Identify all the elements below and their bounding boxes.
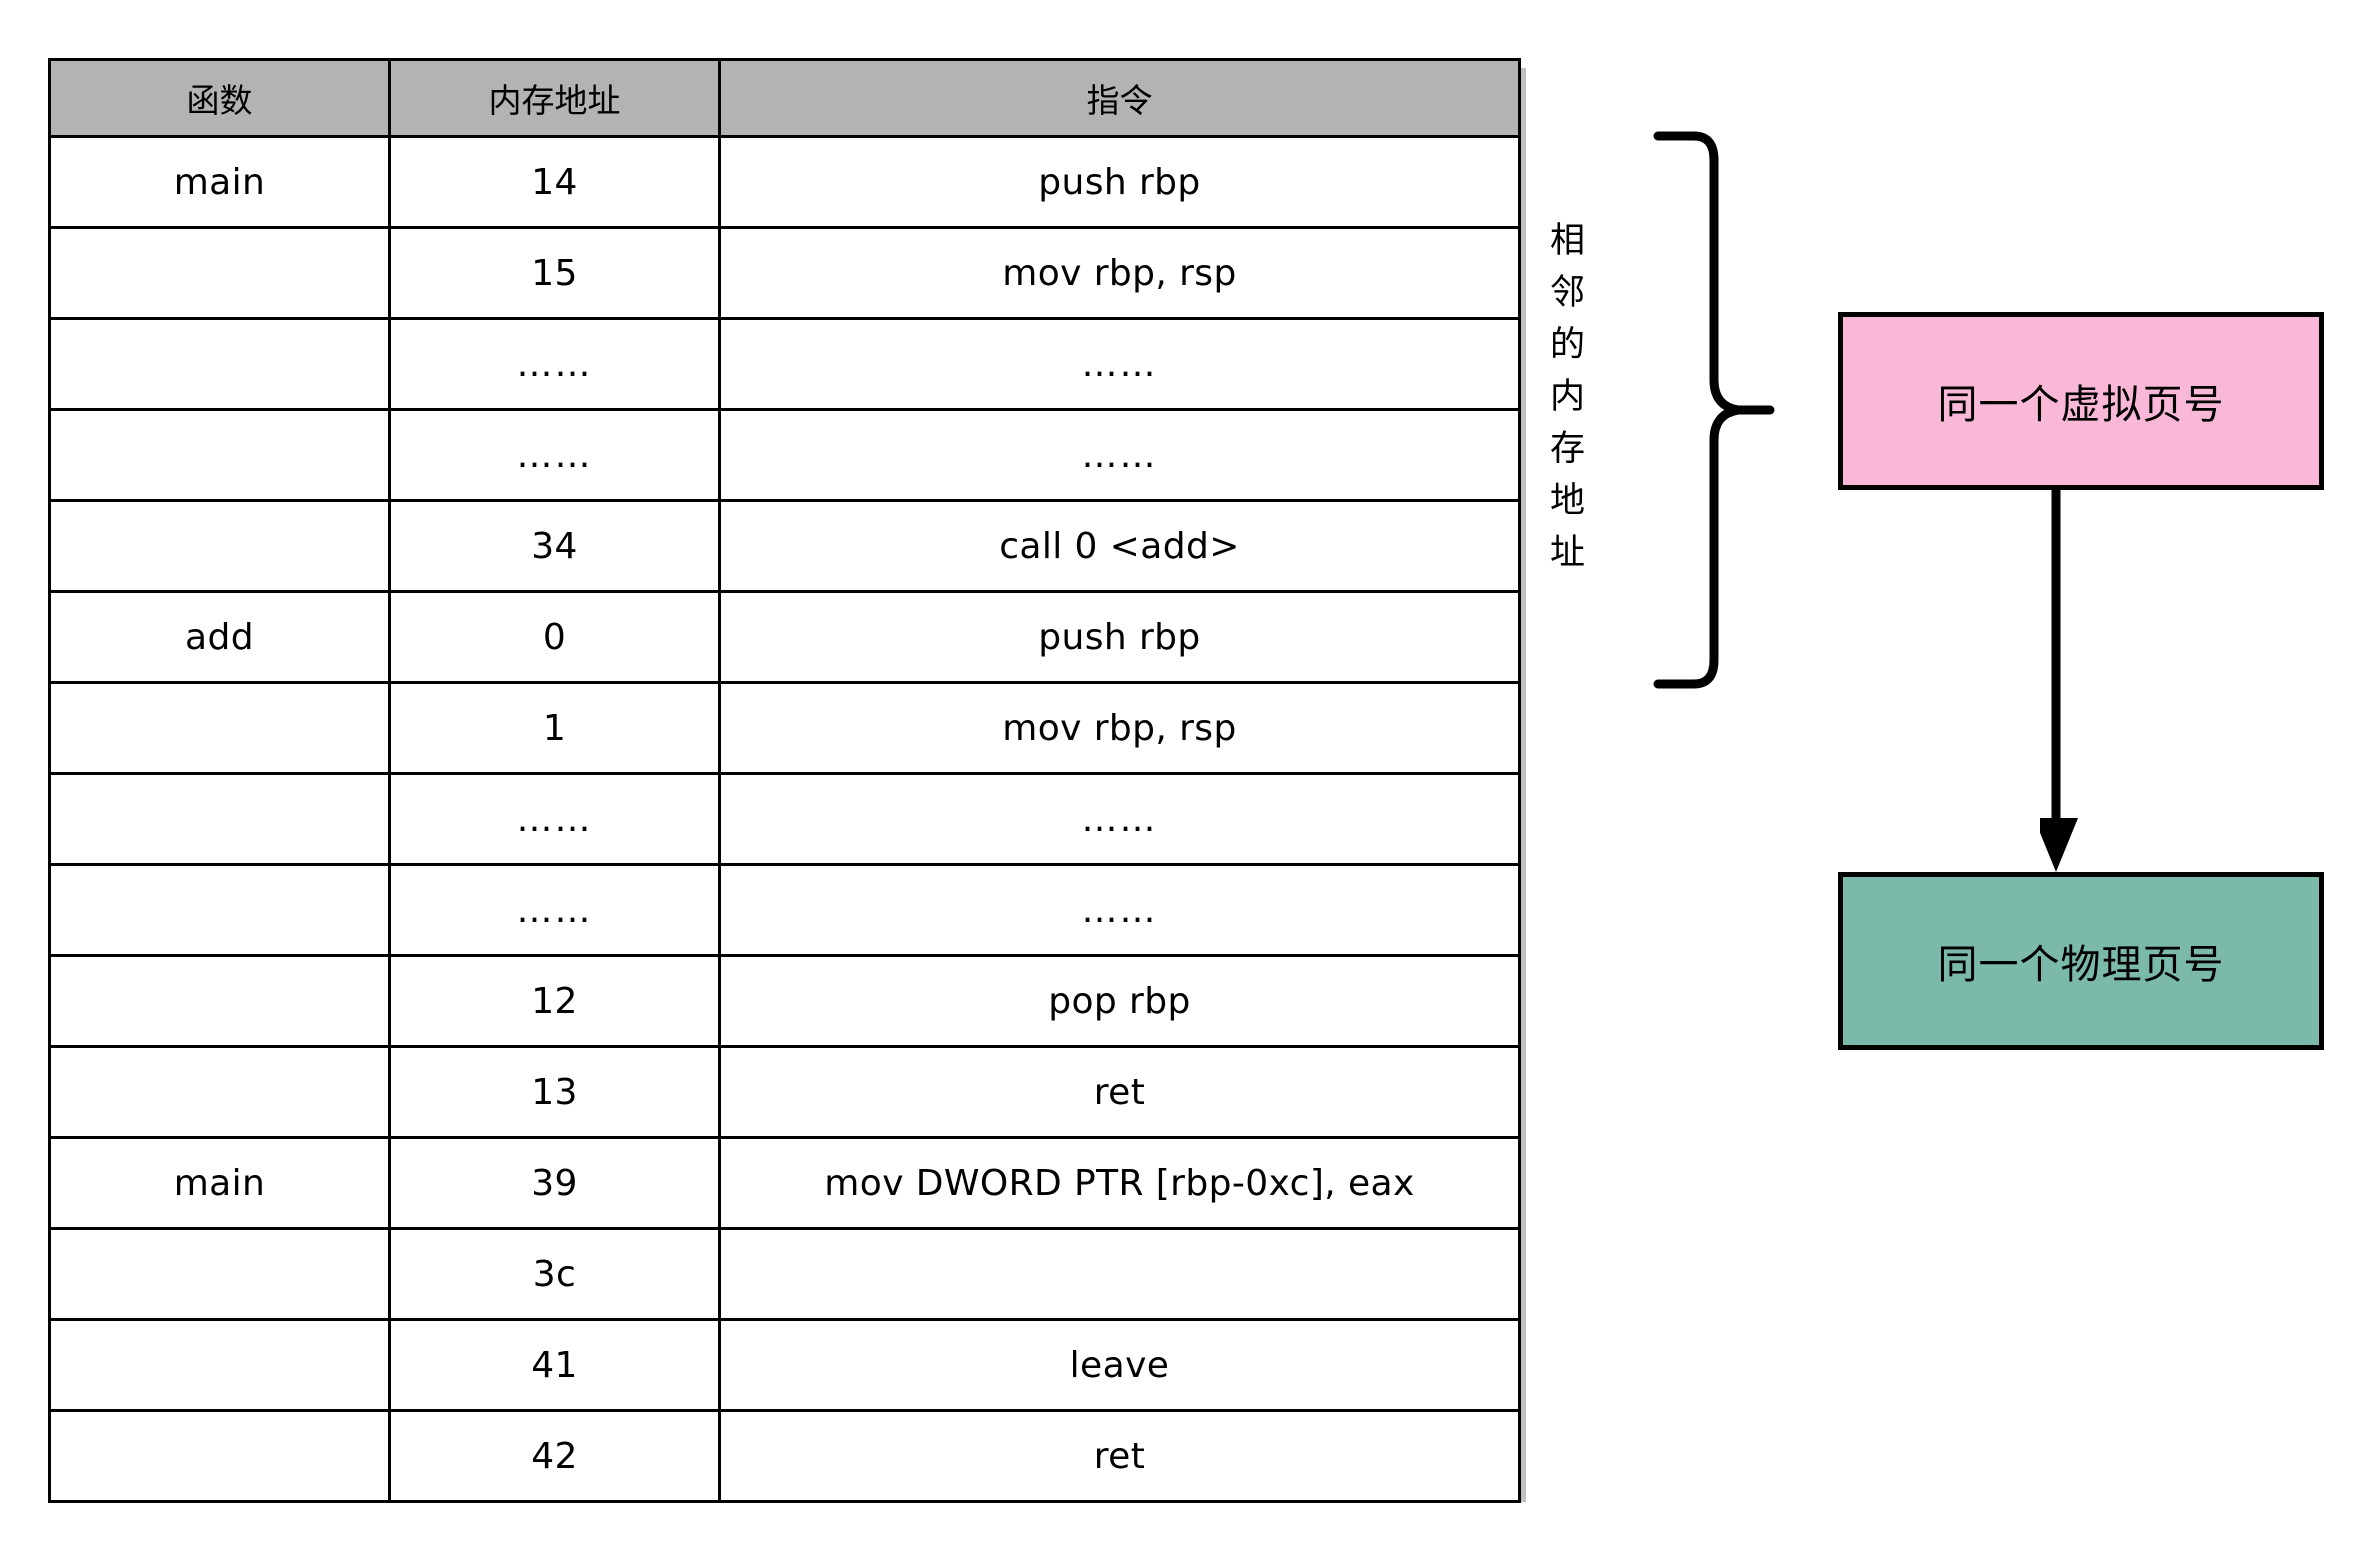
adjacent-address-annotation: 相邻的内存地址 <box>1528 130 1778 690</box>
cell-memory-address: 39 <box>388 1136 721 1230</box>
cell-function <box>48 954 391 1048</box>
cell-function <box>48 1409 391 1503</box>
cell-memory-address: 3c <box>388 1227 721 1321</box>
column-header-memory-address: 内存地址 <box>388 58 721 138</box>
table-row: ………… <box>48 408 1521 502</box>
cell-instruction: mov DWORD PTR [rbp-0xc], eax <box>718 1136 1521 1230</box>
cell-memory-address: …… <box>388 317 721 411</box>
cell-instruction: mov rbp, rsp <box>718 226 1521 320</box>
cell-instruction: …… <box>718 317 1521 411</box>
curly-brace-icon <box>1653 131 1775 689</box>
table-header-row: 函数 内存地址 指令 <box>48 58 1521 138</box>
brace-label-text: 相邻的内存地址 <box>1544 221 1584 585</box>
cell-memory-address: 0 <box>388 590 721 684</box>
cell-instruction: push rbp <box>718 135 1521 229</box>
cell-function <box>48 1318 391 1412</box>
cell-function: main <box>48 135 391 229</box>
cell-memory-address: 14 <box>388 135 721 229</box>
cell-instruction: ret <box>718 1045 1521 1139</box>
cell-instruction: call 0 <add> <box>718 499 1521 593</box>
table-row: ………… <box>48 863 1521 957</box>
cell-function <box>48 772 391 866</box>
column-header-instruction: 指令 <box>718 58 1521 138</box>
physical-page-number-box: 同一个物理页号 <box>1838 872 2324 1050</box>
table-row: ………… <box>48 772 1521 866</box>
cell-instruction <box>718 1227 1521 1321</box>
cell-function <box>48 317 391 411</box>
cell-instruction: leave <box>718 1318 1521 1412</box>
cell-function <box>48 1045 391 1139</box>
cell-instruction: …… <box>718 863 1521 957</box>
cell-instruction: …… <box>718 408 1521 502</box>
cell-memory-address: 41 <box>388 1318 721 1412</box>
cell-instruction: pop rbp <box>718 954 1521 1048</box>
column-header-function: 函数 <box>48 58 391 138</box>
cell-function: main <box>48 1136 391 1230</box>
downward-arrow-icon <box>2040 488 2078 872</box>
cell-memory-address: 12 <box>388 954 721 1048</box>
cell-function <box>48 681 391 775</box>
cell-function <box>48 226 391 320</box>
cell-memory-address: …… <box>388 408 721 502</box>
cell-memory-address: …… <box>388 772 721 866</box>
virtual-page-number-box: 同一个虚拟页号 <box>1838 312 2324 490</box>
cell-instruction: mov rbp, rsp <box>718 681 1521 775</box>
cell-memory-address: 1 <box>388 681 721 775</box>
cell-memory-address: 13 <box>388 1045 721 1139</box>
cell-function <box>48 408 391 502</box>
cell-instruction: …… <box>718 772 1521 866</box>
cell-instruction: push rbp <box>718 590 1521 684</box>
cell-instruction: ret <box>718 1409 1521 1503</box>
cell-memory-address: 42 <box>388 1409 721 1503</box>
cell-function <box>48 1227 391 1321</box>
table-row: 3c <box>48 1227 1521 1321</box>
cell-memory-address: 15 <box>388 226 721 320</box>
cell-function <box>48 863 391 957</box>
cell-function: add <box>48 590 391 684</box>
table-row: ………… <box>48 317 1521 411</box>
cell-function <box>48 499 391 593</box>
cell-memory-address: 34 <box>388 499 721 593</box>
cell-memory-address: …… <box>388 863 721 957</box>
